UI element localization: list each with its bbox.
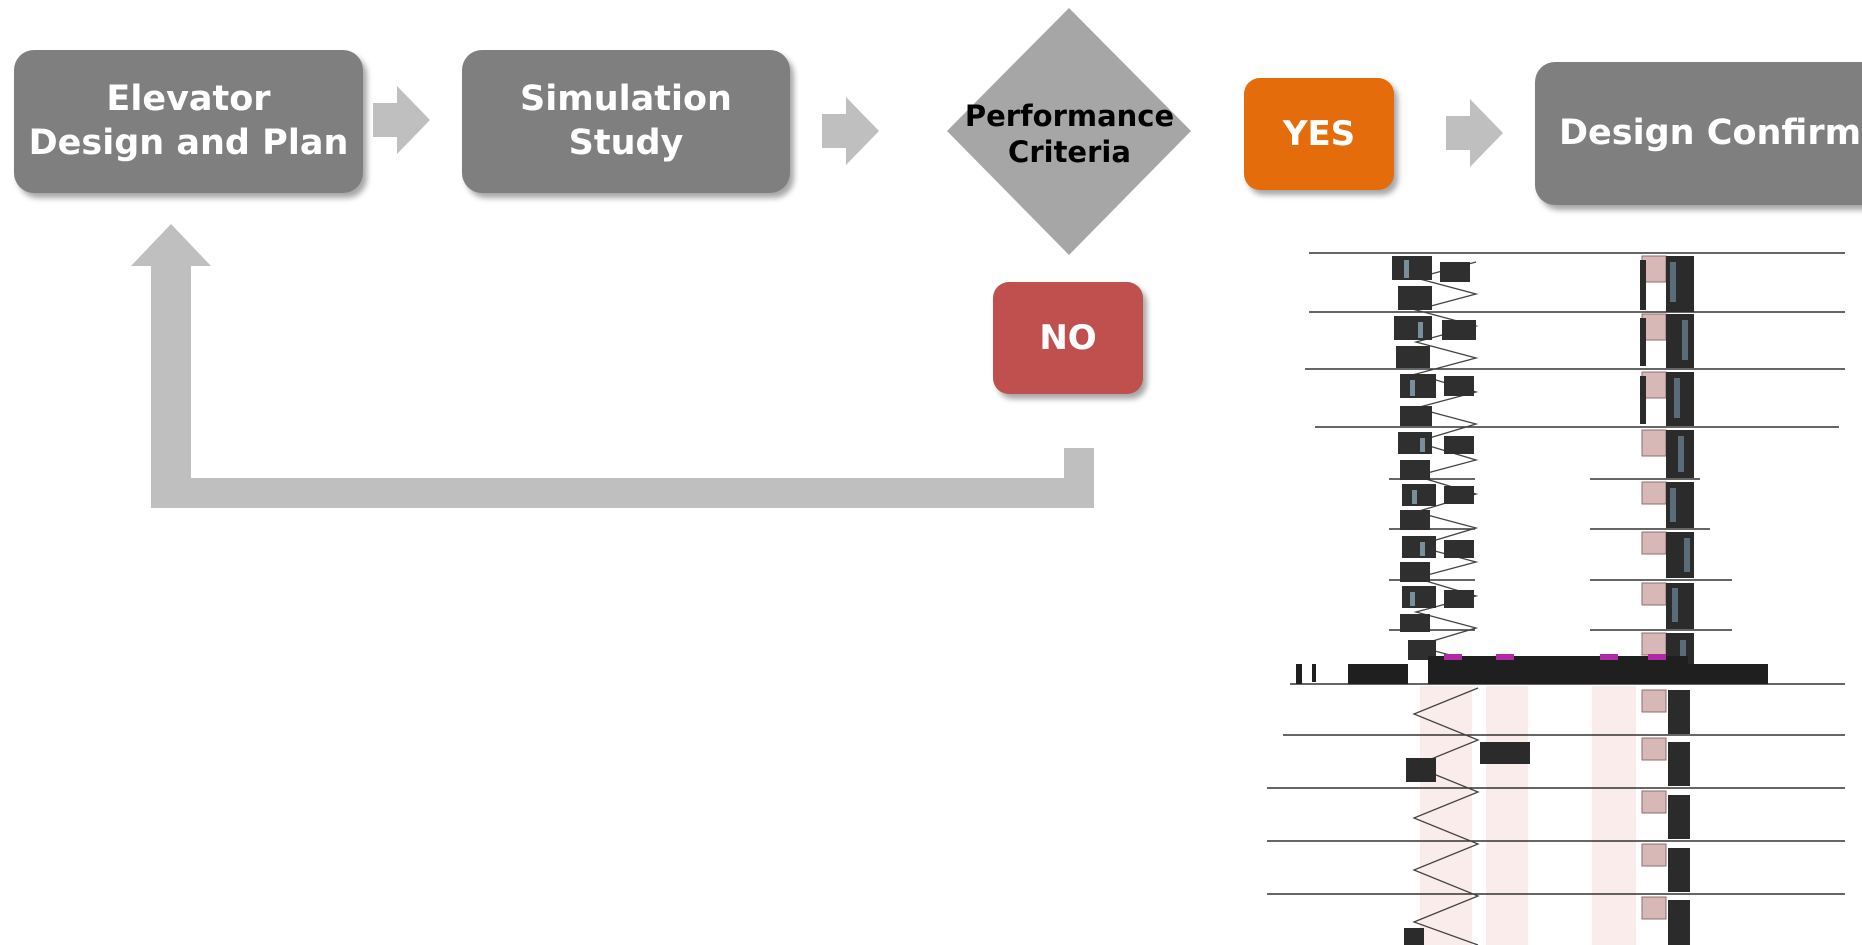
performance-criteria-label: Performance Criteria <box>964 98 1175 169</box>
arrow-right-icon <box>373 86 430 154</box>
elevator-design-plan-box: Elevator Design and Plan <box>14 50 363 193</box>
feedback-loop-arrow <box>131 224 1094 508</box>
arrow-right-icon <box>1446 99 1503 167</box>
criteria-diamond <box>947 8 1191 255</box>
design-confirm-label: Design Confirm <box>1559 112 1862 153</box>
no-label: NO <box>1039 317 1097 358</box>
elevator-design-plan-label: Elevator Design and Plan <box>28 78 349 163</box>
simulation-study-label: Simulation Study <box>520 78 732 163</box>
design-confirm-box: Design Confirm <box>1535 62 1862 205</box>
simulation-illustration <box>1267 252 1845 945</box>
simulation-study-box: Simulation Study <box>462 50 790 193</box>
yes-label: YES <box>1282 113 1356 154</box>
yes-box: YES <box>1244 78 1394 190</box>
no-box: NO <box>993 282 1143 394</box>
performance-criteria-label-wrap: Performance Criteria <box>947 98 1192 170</box>
arrow-right-icon <box>822 97 879 165</box>
